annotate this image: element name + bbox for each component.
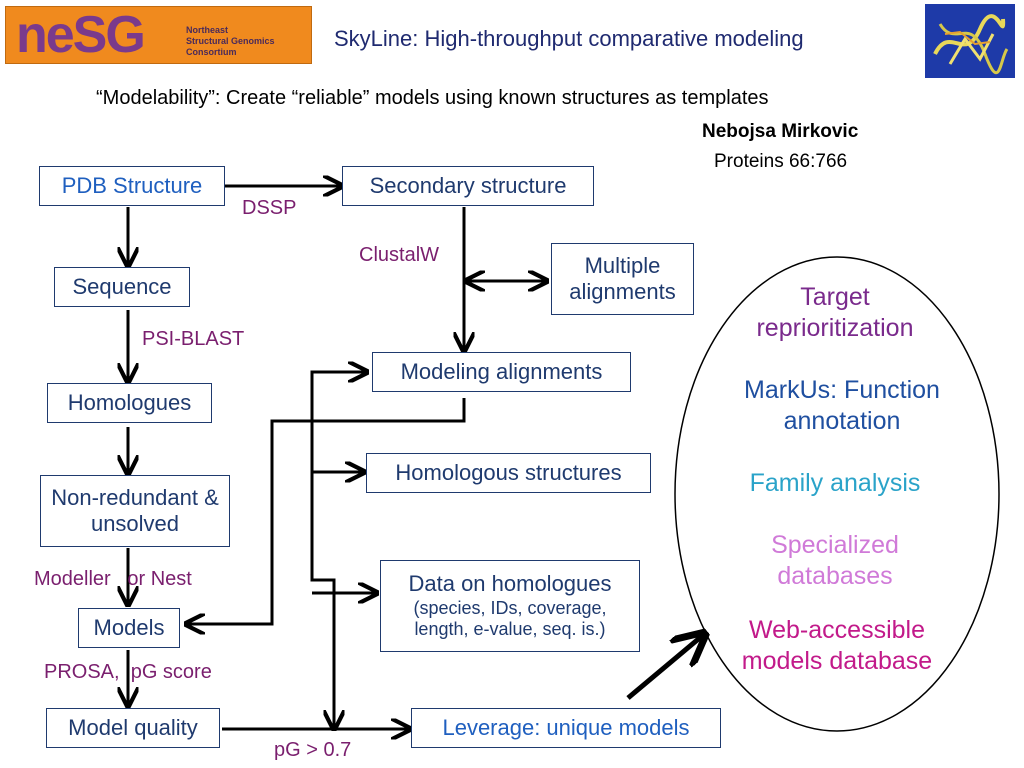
homologues-box: Homologues: [47, 383, 212, 423]
modeling-alignments-box: Modeling alignments: [372, 352, 631, 392]
logo-sub-line-1: Northeast: [186, 25, 229, 35]
oval-item-markus: MarkUs: Function annotation: [744, 376, 940, 436]
nesg-logo: neSG Northeast Structural Genomics Conso…: [5, 6, 312, 64]
data-on-homologues-box: Data on homologues (species, IDs, covera…: [380, 560, 640, 652]
clustalw-label: ClustalW: [359, 244, 440, 266]
homologous-structures-box: Homologous structures: [366, 453, 651, 493]
non-redundant-box: Non-redundant & unsolved: [40, 475, 230, 547]
sequence-box: Sequence: [54, 267, 190, 307]
citation: Proteins 66:766: [714, 151, 848, 172]
oval-item-web-accessible: Web-accessible models database: [741, 616, 933, 676]
prosa-label: PROSA, pG score: [44, 661, 212, 683]
oval-item-family-analysis: Family analysis: [749, 469, 921, 497]
psi-blast-label: PSI-BLAST: [142, 328, 245, 350]
pg-threshold-label: pG > 0.7: [274, 739, 352, 761]
slide-title: SkyLine: High-throughput comparative mod…: [334, 26, 804, 51]
oval-item-specialized-databases: Specialized databases: [771, 531, 899, 591]
author: Nebojsa Mirkovic: [702, 121, 859, 142]
secondary-structure-box: Secondary structure: [342, 166, 594, 206]
dssp-label: DSSP: [242, 197, 297, 219]
oval-item-target-reprioritization: Target reprioritization: [756, 283, 914, 343]
data-on-homologues-detail: (species, IDs, coverage, length, e-value…: [413, 597, 607, 640]
logo-text: neSG: [16, 6, 146, 64]
multiple-alignments-box: Multiple alignments: [551, 243, 694, 315]
pdb-structure-box: PDB Structure: [39, 166, 225, 206]
logo-sub-line-2: Structural Genomics: [186, 36, 275, 46]
data-on-homologues-title: Data on homologues: [408, 571, 612, 597]
models-box: Models: [78, 608, 180, 648]
subtitle: “Modelability”: Create “reliable” models…: [96, 87, 769, 109]
leverage-box: Leverage: unique models: [411, 708, 721, 748]
modeller-label: Modeller or Nest: [34, 568, 192, 590]
model-quality-box: Model quality: [46, 708, 220, 748]
logo-sub-line-3: Consortium: [186, 47, 237, 57]
protein-structure-icon: [925, 4, 1015, 78]
